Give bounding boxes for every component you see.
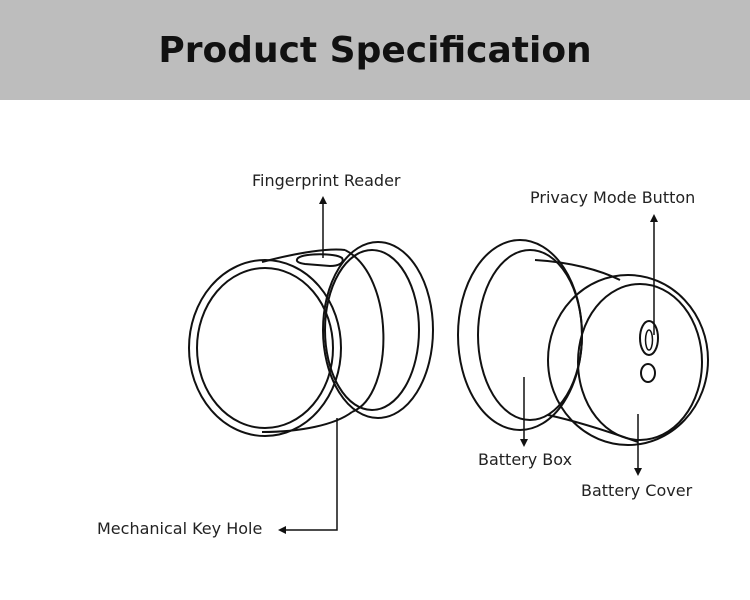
- page-header: Product Specification: [0, 0, 750, 100]
- mechanical-key-hole-leader: [278, 418, 338, 534]
- label-battery-box: Battery Box: [478, 450, 573, 469]
- privacy-button-inner: [644, 329, 654, 351]
- label-privacy-mode-button: Privacy Mode Button: [530, 188, 696, 207]
- front-knob: [188, 241, 434, 437]
- label-battery-cover: Battery Cover: [581, 481, 693, 500]
- label-fingerprint-reader: Fingerprint Reader: [252, 171, 401, 190]
- indicator-hole: [640, 363, 656, 383]
- label-mechanical-key-hole: Mechanical Key Hole: [97, 519, 263, 538]
- back-knob: [457, 239, 709, 446]
- page-title: Product Specification: [158, 29, 592, 71]
- fingerprint-reader-slot: [295, 253, 344, 268]
